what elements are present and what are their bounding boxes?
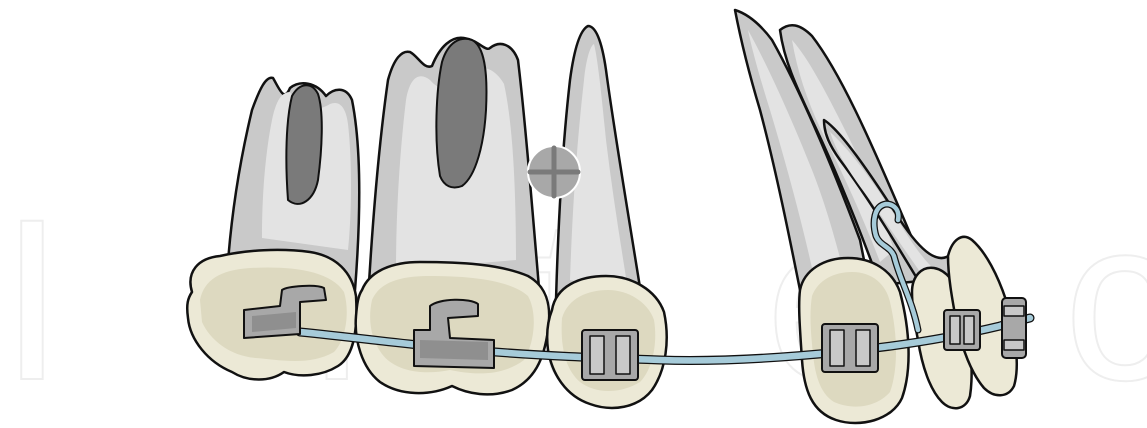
central-incisor-bracket [1002,298,1026,358]
canine-bracket [822,324,878,372]
miniscrew-marker [528,146,580,198]
lateral-incisor-bracket [944,310,980,350]
molar-2-crown [356,262,549,394]
premolar-bracket [582,330,638,380]
molar-1-pulp [286,85,321,204]
molar-2-roots [368,38,540,300]
